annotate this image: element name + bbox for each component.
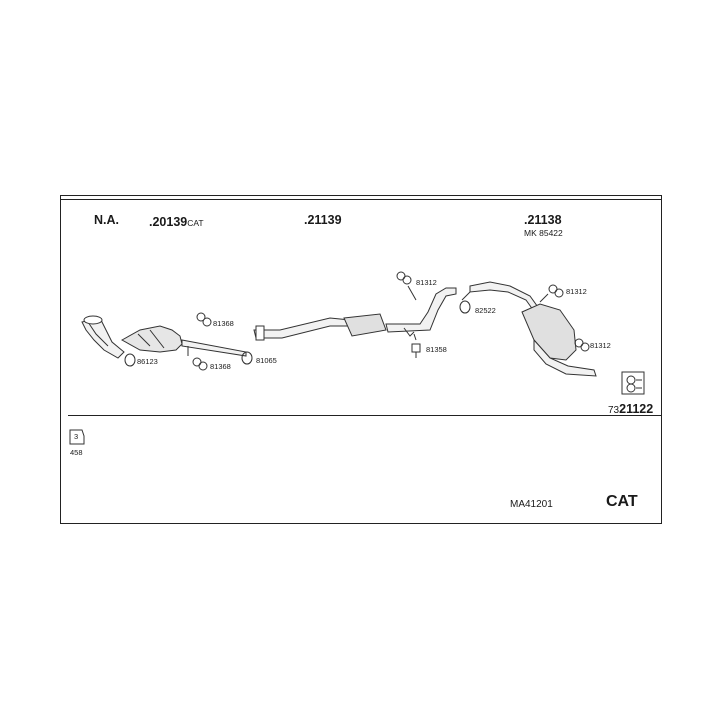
label-81312-b: 81312 [566,287,587,296]
cat-label: CAT [606,493,638,510]
rear-silencer [469,281,597,377]
hanger-81312-c [574,338,590,352]
legend-icon [621,371,645,395]
label-86123: 86123 [137,357,158,366]
model-code: MA41201 [510,499,553,510]
label-82522: 82522 [475,306,496,315]
label-mk-85422: MK 85422 [524,228,563,238]
part-20139-suffix: CAT [187,218,204,228]
part-20139-number: .20139 [149,215,188,229]
diagram-frame [60,195,662,524]
code-main: 21122 [619,402,654,416]
box-number: 458 [70,448,83,457]
middle-silencer [253,287,457,341]
ring-86123 [124,353,136,367]
bolt-81358 [411,343,421,358]
label-na: N.A. [94,213,119,227]
front-downpipe [81,315,125,359]
hanger-81368-a [196,312,212,327]
label-81312-a: 81312 [416,278,437,287]
ring-82522 [459,300,471,314]
label-81358: 81358 [426,345,447,354]
label-part-20139: .20139CAT [149,214,204,230]
label-part-21139: .21139 [304,213,342,227]
label-81312-c: 81312 [590,341,611,350]
box-icon [69,429,85,445]
label-81368-a: 81368 [213,319,234,328]
frame-top-rule [61,199,661,200]
label-73-21122: 7321122 [608,401,653,417]
box-label: 3 [74,432,79,441]
label-81368-b: 81368 [210,362,231,371]
hanger-81312-a [396,271,412,285]
hanger-81368-b [192,357,208,371]
hanger-81312-b [548,284,564,298]
catalytic-converter [120,325,247,357]
label-81065: 81065 [256,356,277,365]
code-prefix: 73 [608,405,620,416]
section-divider [68,415,661,416]
ring-81065 [241,351,253,365]
label-part-21138: .21138 [524,213,562,227]
